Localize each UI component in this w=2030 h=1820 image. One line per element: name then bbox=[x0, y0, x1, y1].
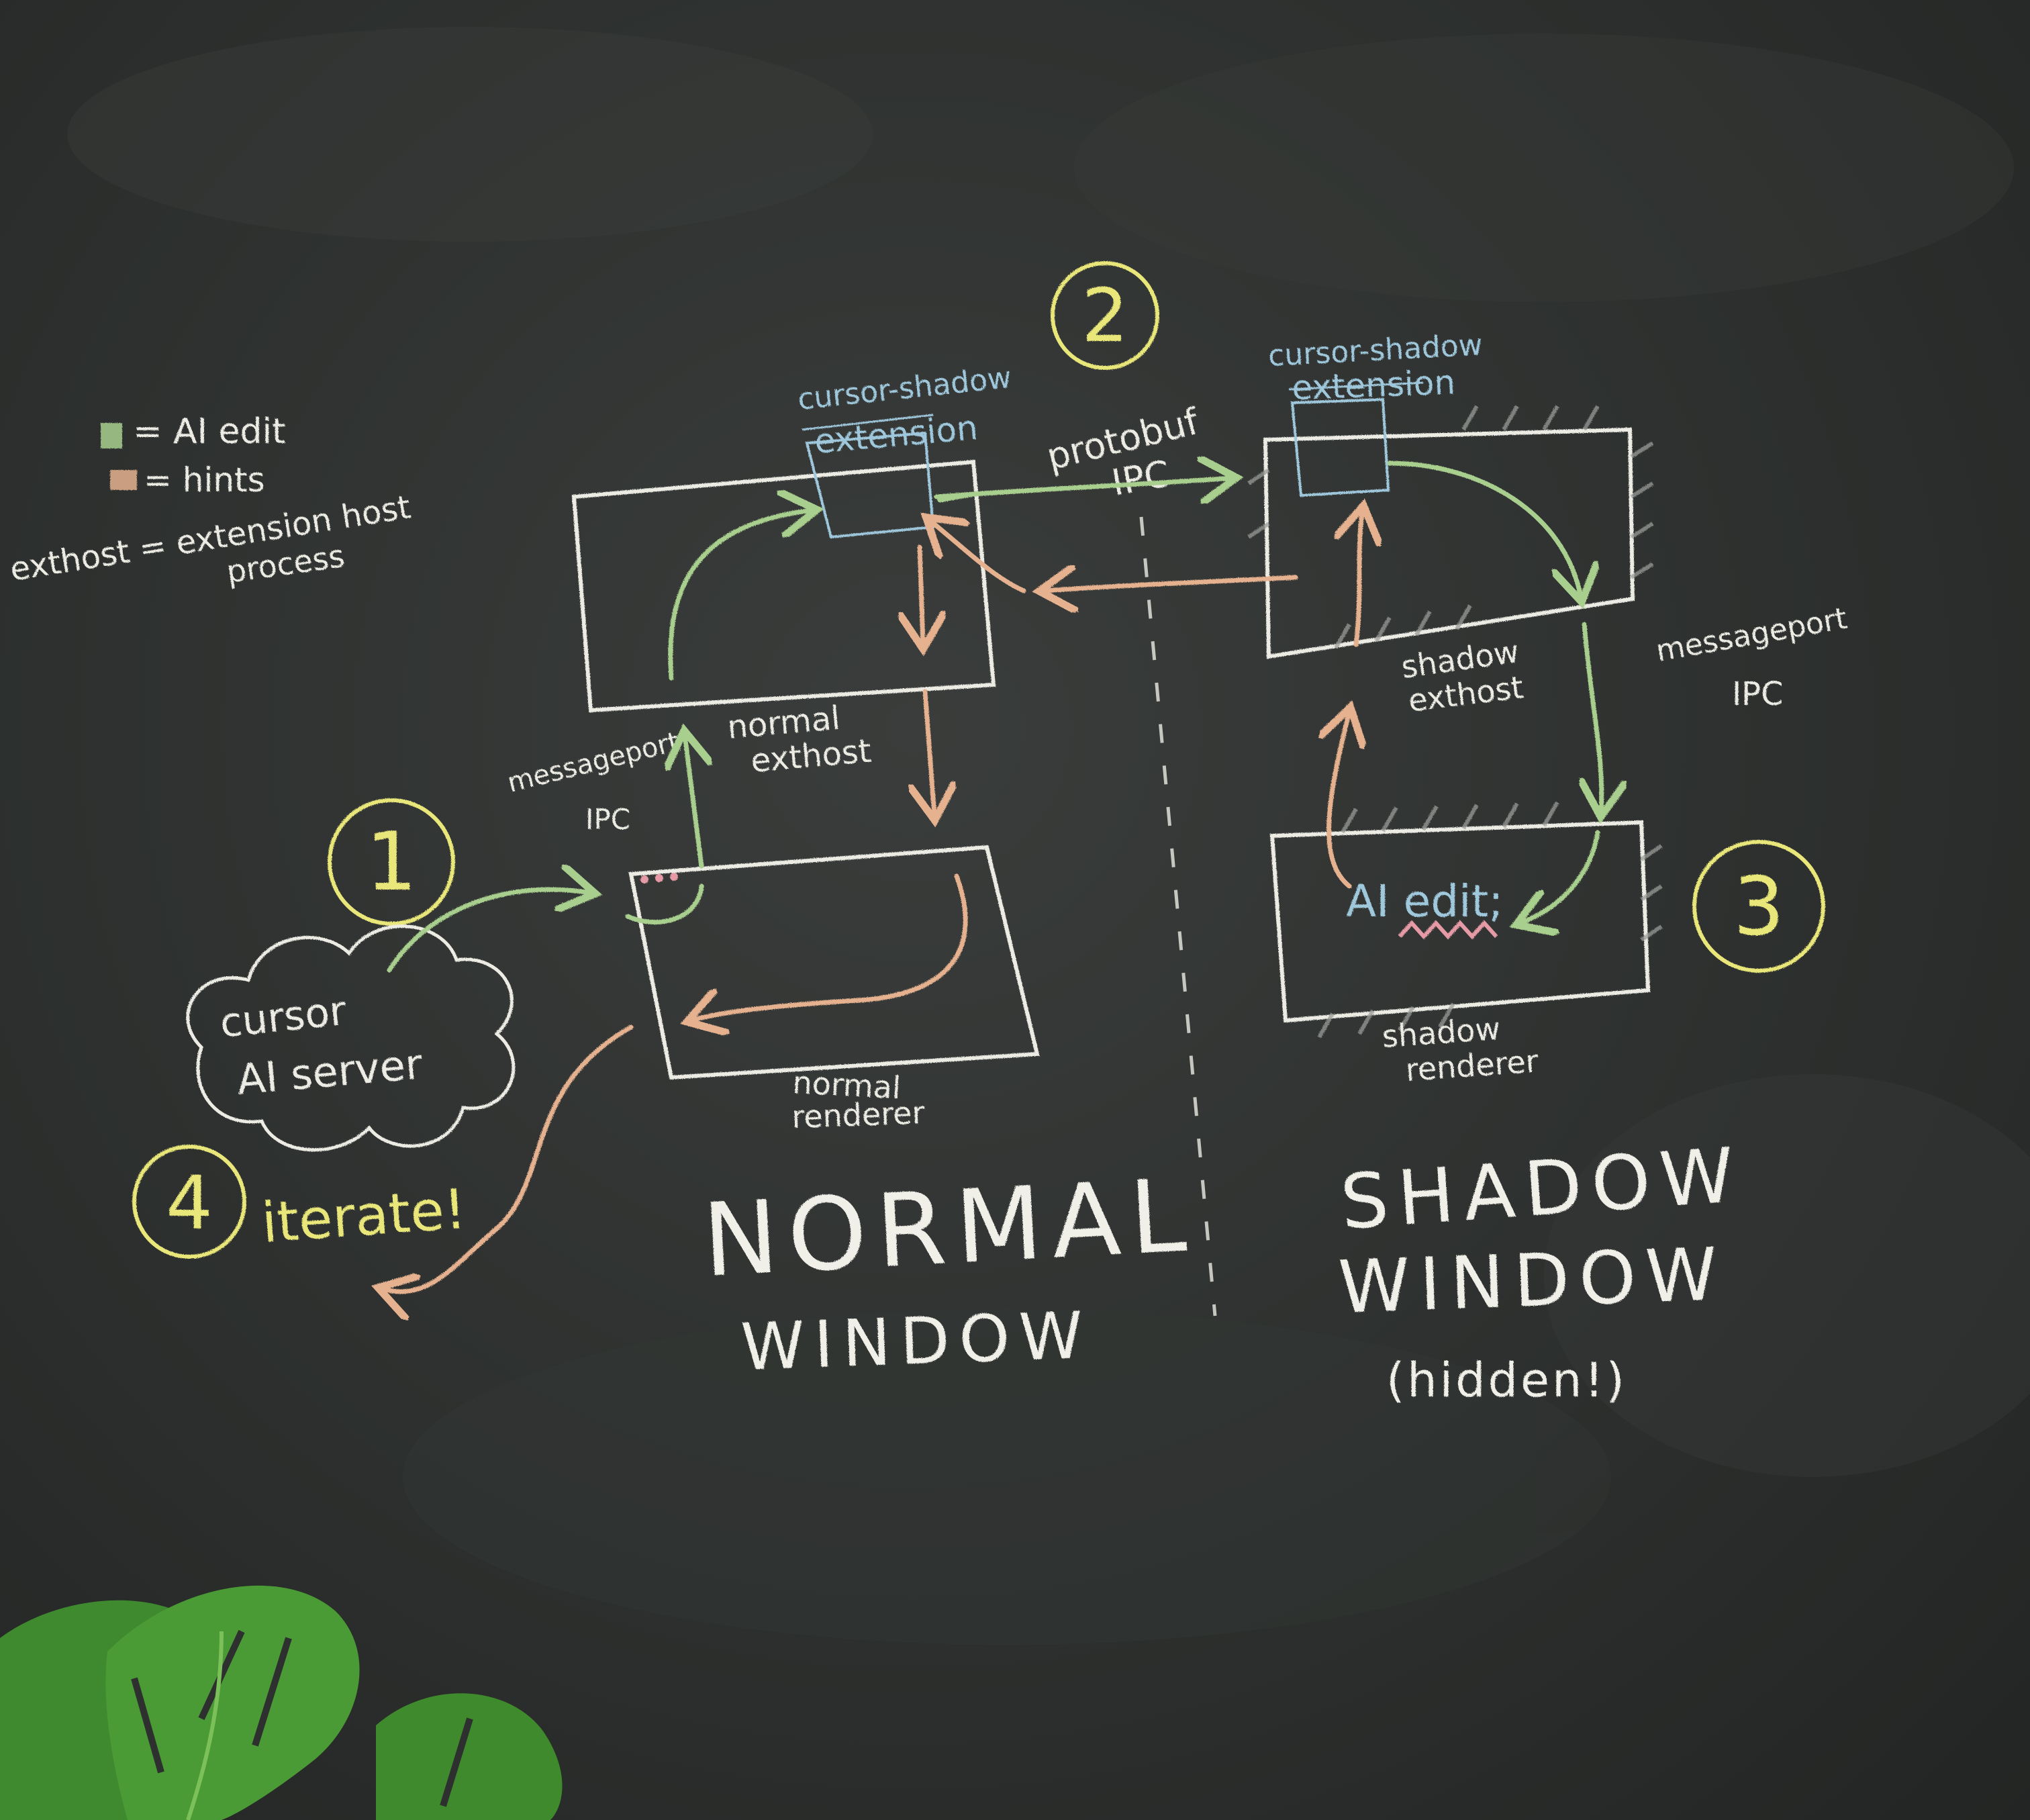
step-1-marker: 1 bbox=[328, 798, 455, 926]
step-4-marker: 4 bbox=[132, 1145, 246, 1259]
svg-text:2: 2 bbox=[1081, 273, 1128, 358]
normal-ipc-label-2: IPC bbox=[585, 803, 630, 836]
arrow-protobuf-green bbox=[934, 478, 1232, 497]
shadow-window-title-2: WINDOW bbox=[1337, 1233, 1728, 1330]
normal-renderer-label-2: renderer bbox=[791, 1094, 925, 1135]
step-3-marker: 3 bbox=[1692, 840, 1825, 973]
arrow-extension-to-renderer bbox=[920, 544, 923, 644]
shadow-renderer-label-1: shadow bbox=[1381, 1010, 1502, 1055]
svg-text:4: 4 bbox=[166, 1160, 213, 1246]
shadow-window-title-3: (hidden!) bbox=[1386, 1353, 1627, 1408]
monstera-plant bbox=[0, 1585, 563, 1820]
shadow-exthost-box bbox=[1263, 427, 1635, 659]
ai-edit-squiggle bbox=[1398, 920, 1498, 940]
cloud-line-1: cursor bbox=[218, 988, 348, 1047]
arrow-server-to-renderer bbox=[387, 890, 591, 973]
flow-arrows bbox=[383, 463, 1602, 1292]
shadow-ipc-label-2: IPC bbox=[1732, 675, 1784, 713]
hints-swatch bbox=[110, 470, 137, 490]
arrow-exthost-to-extension bbox=[668, 510, 812, 681]
arrow-renderer-hook bbox=[625, 883, 704, 925]
arrow-protobuf-orange bbox=[1044, 577, 1298, 591]
arrow-iterate bbox=[383, 1024, 634, 1292]
legend-hints: = hints bbox=[144, 461, 265, 499]
normal-renderer-box bbox=[628, 845, 1040, 1080]
shadow-ai-edit-text: AI edit; bbox=[1346, 875, 1504, 927]
legend-exthost: exthost = extension host bbox=[7, 488, 413, 589]
shadow-extension-box bbox=[1290, 397, 1390, 497]
normal-window: cursor-shadow extension normal exthost n… bbox=[504, 361, 1198, 1385]
step-2-marker: 2 bbox=[1051, 261, 1159, 370]
window-divider bbox=[1139, 516, 1217, 1316]
arrow-shadow-ext-to-renderer bbox=[1387, 461, 1581, 597]
shadow-renderer-hatching bbox=[1317, 801, 1663, 1039]
board-smudges bbox=[67, 27, 2030, 1645]
legend-ai-edit: = AI edit bbox=[133, 412, 285, 452]
ai-server-cloud: cursor AI server bbox=[186, 924, 516, 1152]
svg-text:1: 1 bbox=[366, 816, 417, 909]
normal-window-title-1: NORMAL bbox=[700, 1157, 1198, 1300]
normal-exthost-box bbox=[571, 459, 996, 713]
shadow-ipc-label-1: messageport bbox=[1653, 602, 1849, 669]
normal-extension-label-1: cursor-shadow bbox=[796, 361, 1013, 417]
svg-text:3: 3 bbox=[1733, 861, 1784, 954]
ai-edit-swatch bbox=[101, 423, 122, 448]
normal-ipc-label-1: messageport bbox=[504, 726, 682, 799]
shadow-renderer-box bbox=[1269, 820, 1651, 1023]
step-markers: 2 1 3 4 iterate! bbox=[132, 261, 1825, 1259]
legend: = AI edit = hints exthost = extension ho… bbox=[7, 412, 413, 590]
arrow-shadow-renderer-to-ext bbox=[1329, 712, 1349, 889]
bridge-label-2: IPC bbox=[1108, 452, 1173, 504]
cloud-line-2: AI server bbox=[235, 1039, 424, 1104]
iterate-label: iterate! bbox=[260, 1178, 469, 1255]
hints-dots bbox=[640, 873, 678, 883]
shadow-exthost-hatching bbox=[1247, 405, 1654, 649]
normal-window-title-2: WINDOW bbox=[740, 1298, 1094, 1385]
normal-renderer-label-1: normal bbox=[791, 1064, 902, 1106]
arrow-renderer-to-exthost bbox=[685, 735, 702, 869]
